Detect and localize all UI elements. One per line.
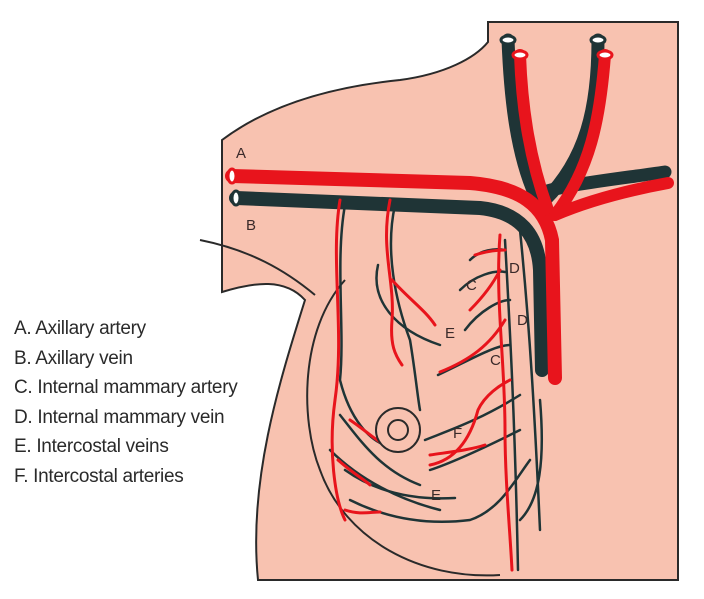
legend-item-e: E. Intercostal veins [14, 436, 169, 457]
label-c1: C [466, 277, 477, 294]
label-d2: D [517, 312, 528, 329]
label-f: F [453, 425, 462, 442]
vein-end-arm [230, 189, 242, 207]
legend-item-d: D. Internal mammary vein [14, 406, 225, 428]
nipple [375, 407, 421, 453]
veins [229, 33, 672, 572]
vein-end-neck-right [589, 34, 607, 46]
breast-outline [306, 279, 501, 577]
legend-item-a: A. Axillary artery [14, 318, 146, 339]
legend: A. Axillary artery B. Axillary vein C. I… [14, 314, 238, 491]
vein-end-neck-left [499, 34, 517, 46]
artery-end-arm [226, 167, 238, 185]
arteries [225, 49, 674, 572]
label-c2: C [490, 352, 501, 369]
label-e2: E [431, 487, 441, 504]
legend-item-f: F. Intercostal arteries [14, 465, 184, 487]
legend-item-c: C. Internal mammary artery [14, 377, 238, 398]
label-d1: D [509, 260, 520, 277]
legend-item-b: B. Axillary vein [14, 347, 133, 369]
label-b: B [246, 217, 256, 234]
artery-end-neck-left [511, 49, 529, 61]
label-a: A [236, 145, 246, 162]
armpit-line [199, 239, 316, 296]
label-e1: E [445, 325, 455, 342]
artery-end-neck-right [596, 49, 614, 61]
torso-outline [221, 21, 679, 581]
